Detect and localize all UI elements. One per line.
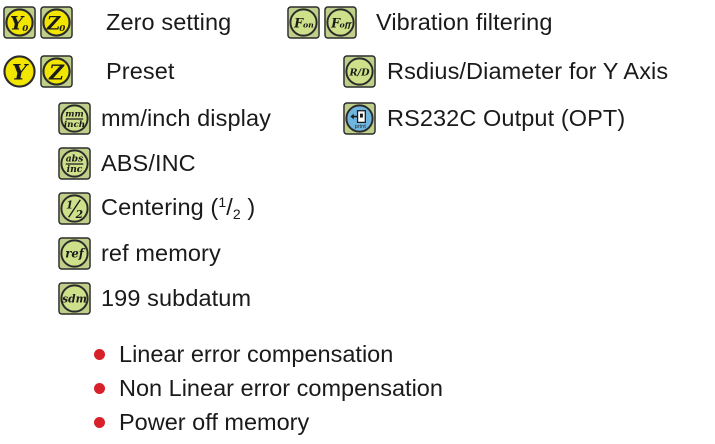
row-ref-memory: ref ref memory [58,233,221,273]
abs-inc-icon[interactable]: abs inc [58,146,91,180]
preset-icons: Y Z [3,54,97,88]
vibration-filtering-icons: F on F off [287,5,357,39]
row-mm-inch: mm inch mm/inch display [58,98,271,138]
svg-text:off: off [340,20,353,29]
svg-text:Y: Y [12,60,29,85]
svg-text:1: 1 [66,198,73,211]
bullet-icon [94,382,105,394]
row-vibration-filtering: F on F off Vibration filtering [287,2,553,42]
svg-text:F: F [330,15,341,30]
zero-setting-icons: Y 0 Z 0 [3,5,97,39]
list-item: Non Linear error compensation [94,371,443,405]
mm-inch-label: mm/inch display [101,104,271,131]
preset-label: Preset [106,57,175,84]
row-radius-diameter: R/D Rsdius/Diameter for Y Axis [343,51,668,91]
z-zero-icon[interactable]: Z 0 [40,5,73,39]
radius-diameter-label: Rsdius/Diameter for Y Axis [387,57,669,84]
svg-text:R/D: R/D [349,67,371,78]
f-on-icon[interactable]: F on [287,5,320,39]
row-rs232c: print RS232C Output (OPT) [343,98,625,138]
svg-text:F: F [293,15,304,30]
subdatum-label: 199 subdatum [101,284,252,311]
bullet-text: Non Linear error compensation [119,374,443,401]
svg-text:Z: Z [46,13,62,34]
bullet-text: Linear error compensation [119,340,394,367]
list-item: Linear error compensation [94,337,393,371]
centering-icon[interactable]: 1 2 [58,191,91,225]
svg-text:print: print [355,124,366,130]
svg-text:on: on [303,20,314,29]
z-preset-icon[interactable]: Z [40,54,73,88]
svg-text:abs: abs [66,153,84,164]
abs-inc-label: ABS/INC [101,149,196,176]
row-zero-setting: Y 0 Z 0 Zero setting [3,2,231,42]
svg-text:ref: ref [65,246,86,260]
bullet-icon [94,416,105,428]
bullet-icon [94,348,105,360]
rs232c-label: RS232C Output (OPT) [387,104,626,131]
mm-inch-icon[interactable]: mm inch [58,101,91,135]
vibration-filtering-label: Vibration filtering [376,8,553,35]
y-preset-icon[interactable]: Y [3,54,36,88]
centering-label: Centering (1/2 ) [101,194,256,222]
list-item: Power off memory [94,405,309,439]
svg-text:2: 2 [75,208,83,221]
radius-diameter-icon[interactable]: R/D [343,54,376,88]
print-icon[interactable]: print [343,101,376,135]
svg-text:Y: Y [10,13,25,34]
row-abs-inc: abs inc ABS/INC [58,143,196,183]
svg-text:0: 0 [22,24,28,34]
y-zero-icon[interactable]: Y 0 [3,5,36,39]
svg-text:inc: inc [67,164,83,175]
bullet-text: Power off memory [119,408,310,435]
row-preset: Y Z Preset [3,51,175,91]
svg-text:inch: inch [64,120,85,130]
f-off-icon[interactable]: F off [324,5,357,39]
subdatum-icon[interactable]: sdm [58,281,91,315]
svg-text:mm: mm [65,109,83,119]
row-subdatum: sdm 199 subdatum [58,278,251,318]
svg-text:Z: Z [48,60,65,84]
svg-text:0: 0 [59,24,65,34]
ref-memory-icon[interactable]: ref [58,236,91,270]
ref-memory-label: ref memory [101,239,221,266]
svg-text:sdm: sdm [62,292,87,305]
zero-setting-label: Zero setting [106,8,232,35]
row-centering: 1 2 Centering (1/2 ) [58,188,255,228]
